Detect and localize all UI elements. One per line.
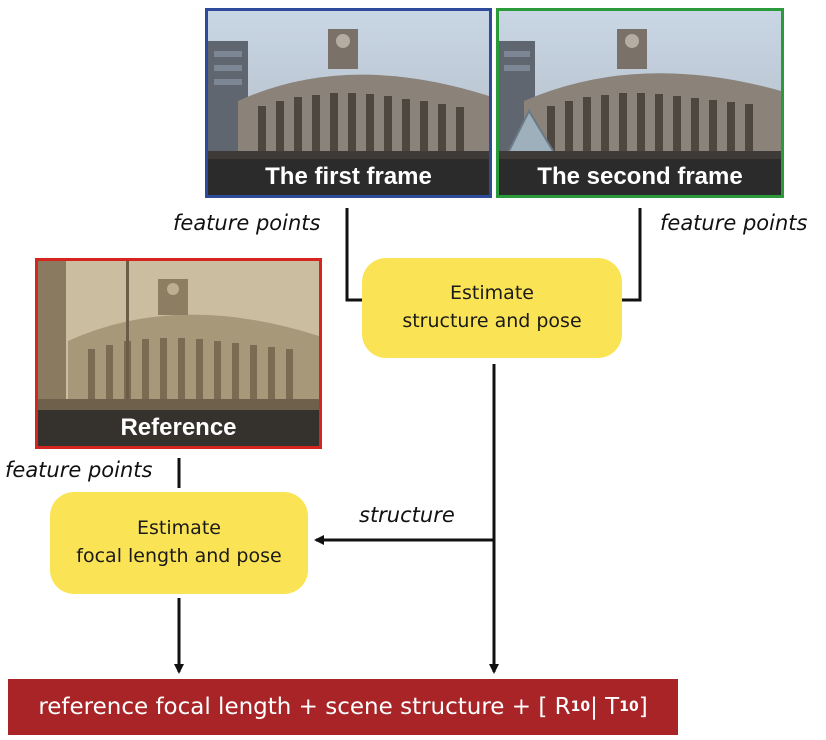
first-frame-connector xyxy=(345,208,362,302)
output-middle: | T xyxy=(590,694,620,720)
first-frame-photo: The first frame xyxy=(205,8,492,198)
estimate-structure-pose-step: Estimate structure and pose xyxy=(362,258,622,358)
estimate-focal-pose-step: Estimate focal length and pose xyxy=(50,492,308,594)
reference-caption: Reference xyxy=(38,410,319,446)
feature-points-label-first: feature points xyxy=(173,211,321,235)
output-subscript-r: 10 xyxy=(570,699,591,715)
reference-photo: Reference xyxy=(35,258,322,449)
structure-label: structure xyxy=(359,503,455,527)
second-frame-connector xyxy=(622,208,642,302)
output-subscript-t: 10 xyxy=(619,699,639,715)
second-frame-photo: The second frame xyxy=(496,8,784,198)
step-line-2: focal length and pose xyxy=(76,545,282,567)
output-suffix: ] xyxy=(638,694,648,720)
output-result-bar: reference focal length + scene structure… xyxy=(8,679,678,735)
second-frame-caption: The second frame xyxy=(499,159,781,195)
first-frame-caption: The first frame xyxy=(208,159,489,195)
step-line-1: Estimate xyxy=(450,282,534,305)
output-prefix: reference focal length + scene structure… xyxy=(38,694,571,720)
feature-points-label-second: feature points xyxy=(660,211,808,235)
feature-points-label-reference: feature points xyxy=(5,458,153,482)
step-line-1: Estimate xyxy=(137,517,221,540)
step-line-2: structure and pose xyxy=(402,310,582,332)
